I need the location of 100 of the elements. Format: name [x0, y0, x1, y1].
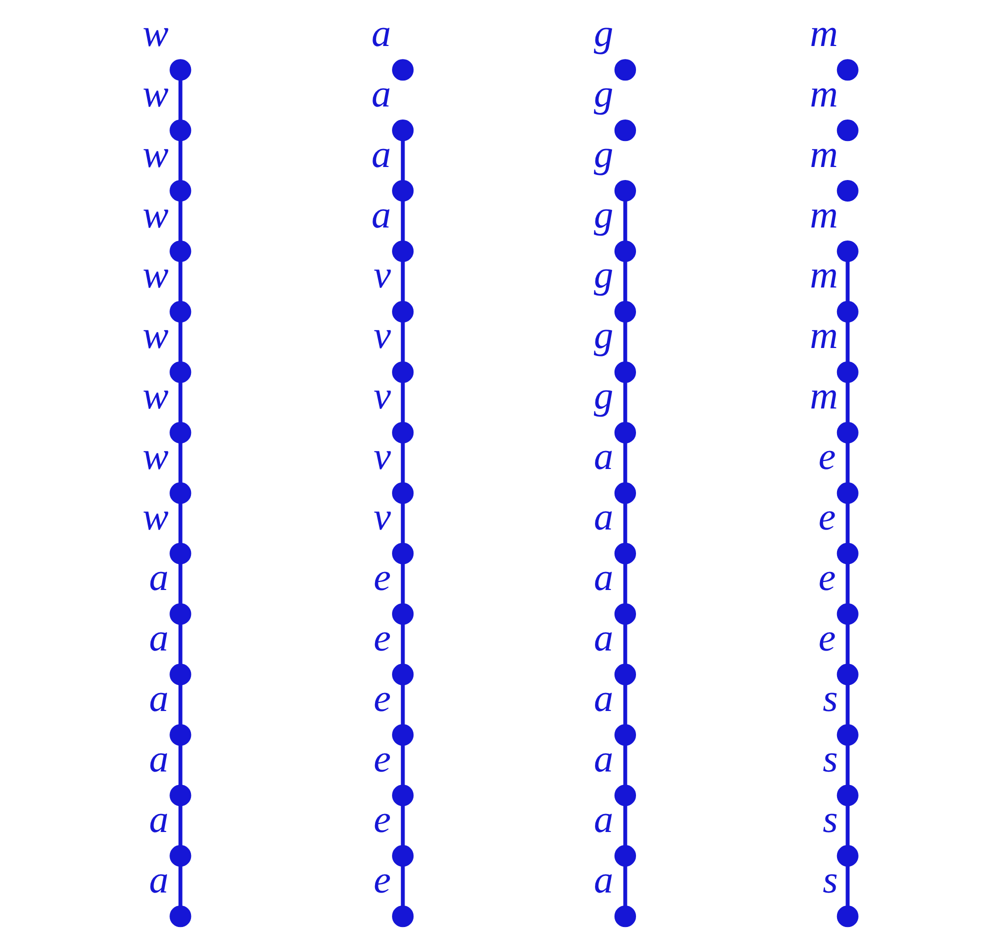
connector [178, 382, 182, 422]
node-label: w [142, 193, 169, 236]
connector [623, 200, 628, 241]
node-label: s [822, 737, 838, 780]
node-circle [836, 422, 858, 444]
connector [846, 744, 850, 786]
node-circle [170, 59, 192, 81]
node-label: a [149, 616, 169, 660]
node-label: s [822, 858, 838, 902]
connector [178, 322, 182, 362]
connector [623, 503, 628, 544]
node-label: v [374, 374, 391, 418]
connector [623, 564, 628, 604]
node-label: a [149, 798, 169, 841]
node-label: a [149, 676, 169, 720]
node-circle [170, 784, 192, 806]
node-circle [170, 240, 192, 262]
connector [846, 805, 850, 846]
node-circle [836, 300, 858, 322]
node-circle [614, 603, 636, 625]
node-circle [392, 542, 414, 564]
node-label: v [374, 435, 391, 478]
node-circle [170, 906, 192, 928]
node-label: e [818, 556, 836, 600]
node-label: w [142, 435, 169, 478]
node-label: a [149, 737, 169, 780]
node-label: e [818, 616, 836, 660]
connector [846, 503, 850, 544]
node-label: m [810, 132, 838, 176]
node-circle [170, 120, 192, 142]
node-label: w [142, 496, 169, 539]
node-circle [836, 542, 858, 564]
connector [846, 322, 850, 362]
connector [178, 200, 182, 241]
connector [623, 261, 628, 302]
node-circle [836, 482, 858, 504]
connector [400, 200, 405, 241]
node-label: e [374, 676, 391, 720]
node-label: a [594, 737, 614, 780]
connector [178, 744, 182, 786]
node-label: v [374, 254, 391, 297]
node-label: m [810, 374, 838, 418]
node-label: s [822, 798, 838, 841]
node-label: a [594, 496, 614, 539]
node-label: e [374, 798, 391, 841]
node-circle [392, 482, 414, 504]
node-circle [614, 784, 636, 806]
node-circle [170, 603, 192, 625]
node-circle [170, 724, 192, 746]
node-label: v [374, 314, 391, 358]
connector [623, 322, 628, 362]
node-circle [392, 664, 414, 686]
node-label: a [372, 193, 391, 236]
node-label: a [372, 72, 391, 116]
node-label: v [374, 496, 391, 539]
connector [400, 261, 405, 302]
connector [623, 866, 628, 906]
node-circle [614, 422, 636, 444]
node-label: e [818, 496, 836, 539]
node-circle [836, 906, 858, 928]
connector [623, 624, 628, 664]
node-label: e [374, 556, 391, 600]
node-label: g [594, 132, 614, 176]
node-circle [392, 361, 414, 383]
node-label: a [372, 12, 391, 55]
node-label: a [149, 858, 169, 902]
node-circle [392, 845, 414, 867]
node-label: m [810, 314, 838, 358]
connector [623, 805, 628, 846]
connector [400, 684, 405, 725]
node-circle [170, 845, 192, 867]
connector [623, 684, 628, 725]
connector [178, 503, 182, 544]
connector [623, 442, 628, 483]
node-label: a [372, 132, 391, 176]
node-label: m [810, 12, 838, 55]
node-circle [614, 180, 636, 202]
node-circle [836, 120, 858, 142]
node-label: a [594, 556, 614, 600]
node-circle [614, 59, 636, 81]
node-label: w [142, 72, 169, 116]
connector [178, 684, 182, 725]
connector [400, 805, 405, 846]
node-label: s [822, 676, 838, 720]
connector [400, 503, 405, 544]
node-label: g [594, 314, 614, 358]
node-circle [170, 664, 192, 686]
node-circle [614, 300, 636, 322]
connector [178, 261, 182, 302]
connector [400, 744, 405, 786]
node-circle [614, 664, 636, 686]
node-circle [392, 724, 414, 746]
connector [846, 564, 850, 604]
node-circle [836, 59, 858, 81]
node-label: e [374, 858, 391, 902]
node-label: a [594, 858, 614, 902]
node-label: g [594, 72, 614, 116]
connector [178, 140, 182, 181]
node-label: a [594, 798, 614, 841]
node-label: g [594, 12, 614, 55]
